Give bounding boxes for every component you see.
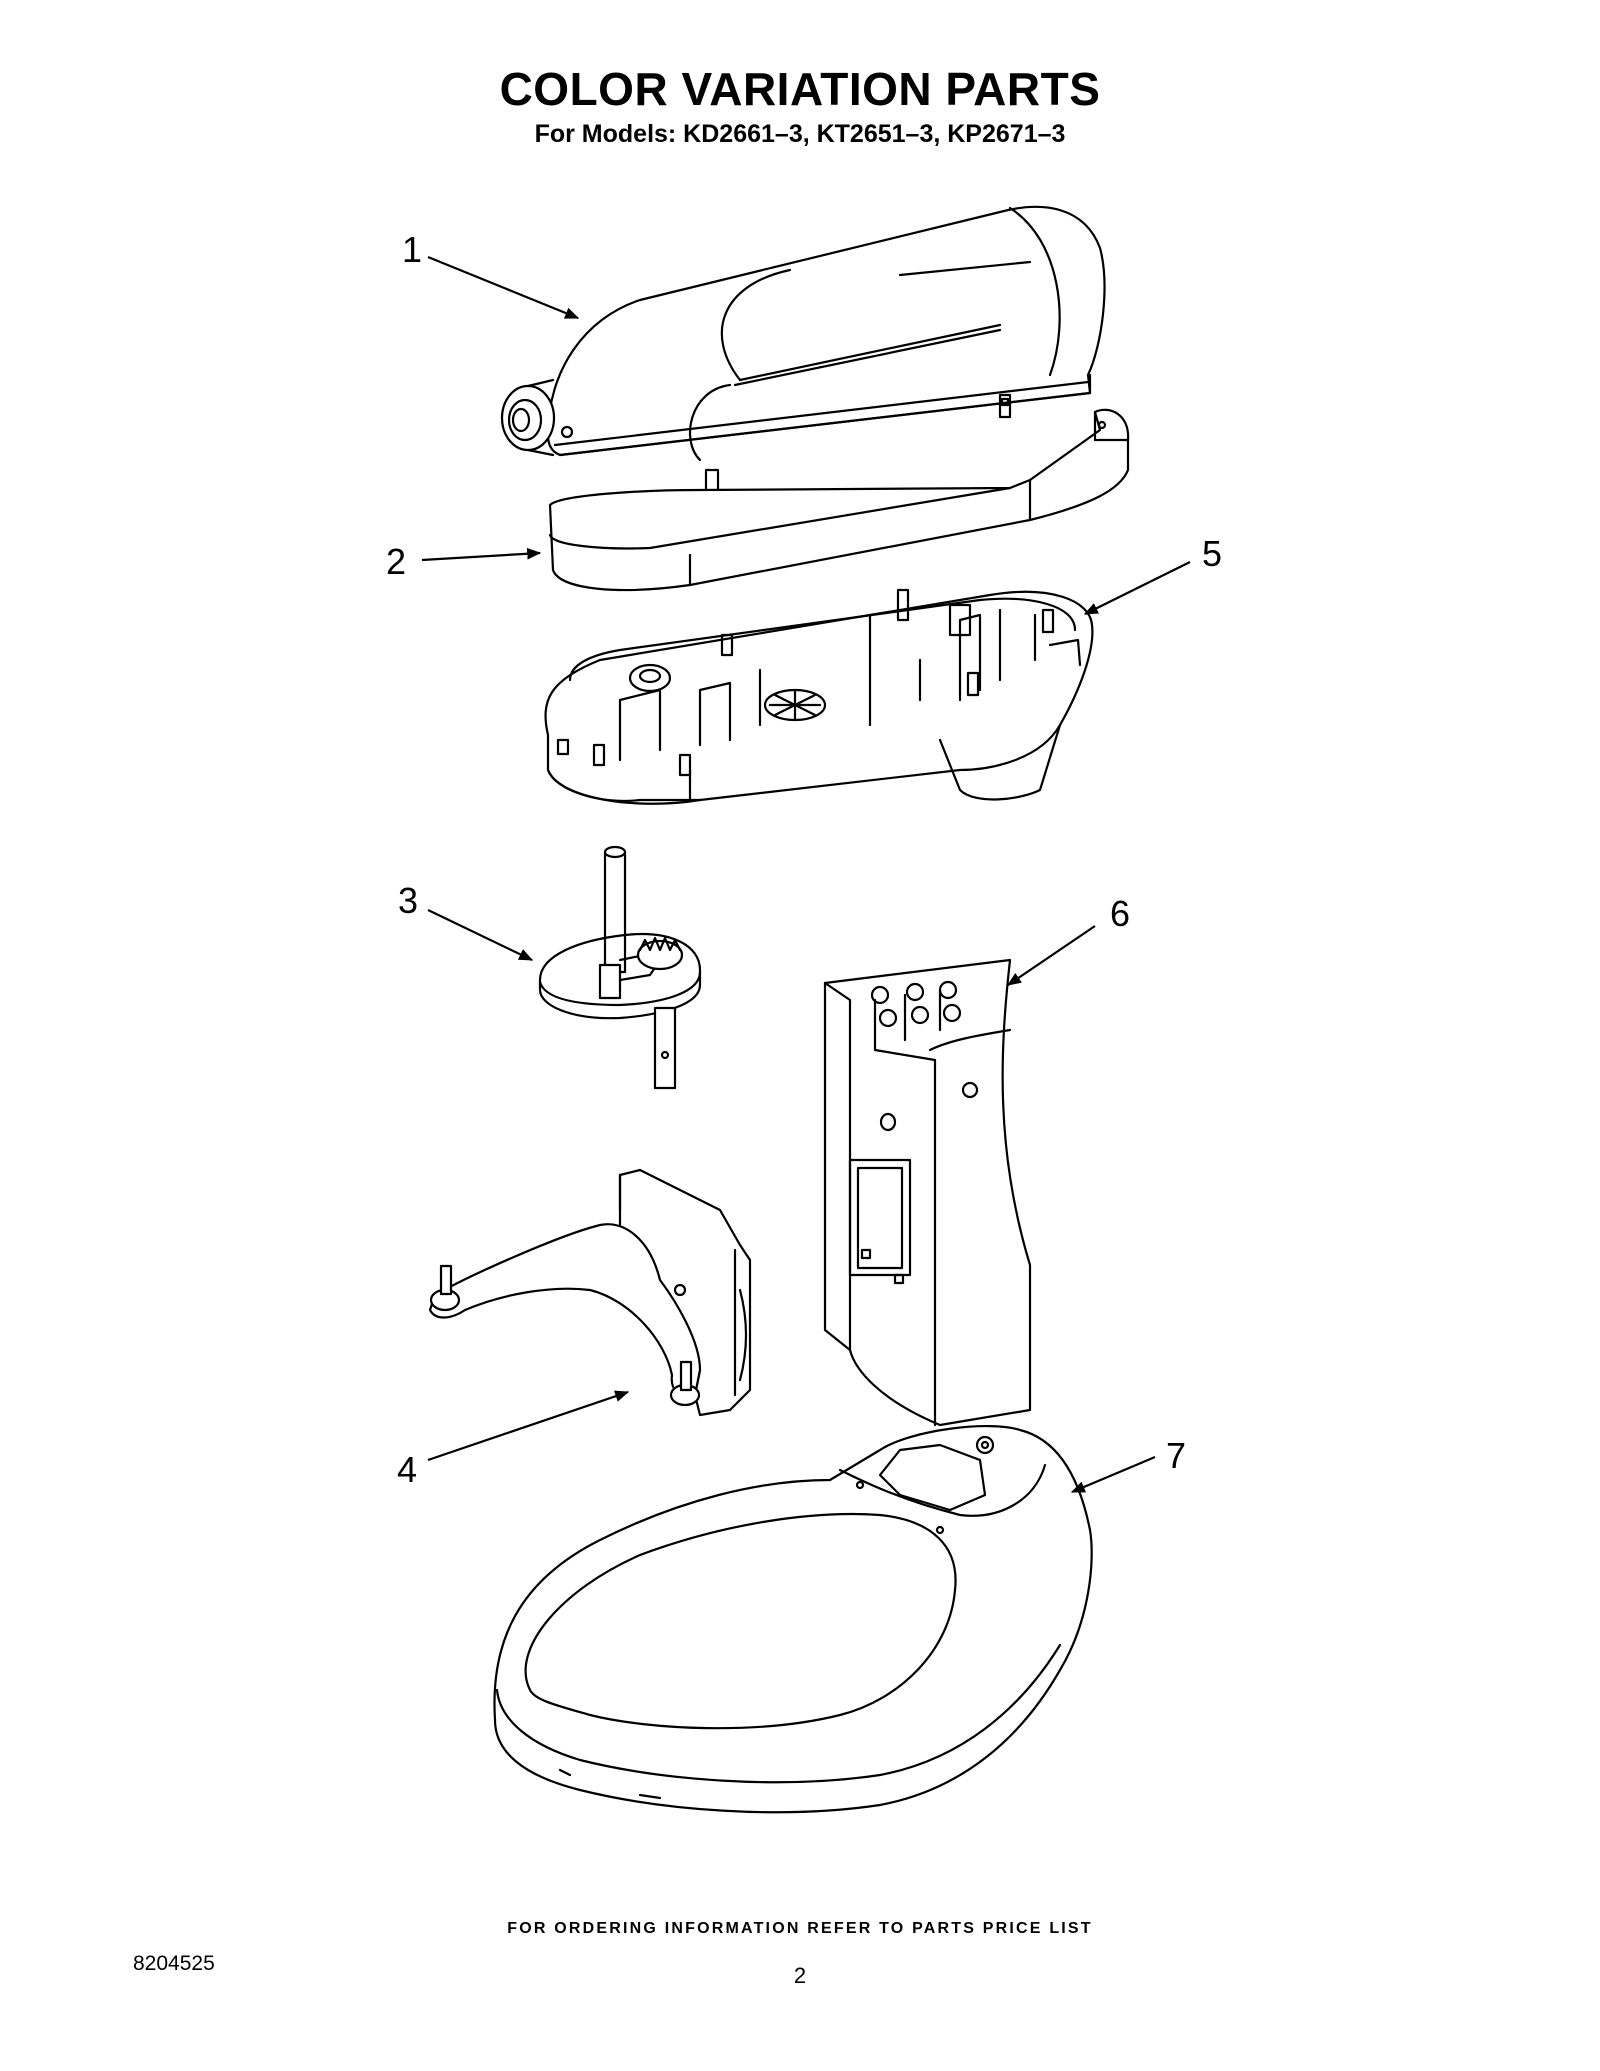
part-5-gear-housing: [544, 588, 1094, 805]
page-number: 2: [793, 1963, 807, 1988]
leader-5: [1083, 561, 1191, 615]
callout-5: 5: [1202, 533, 1222, 574]
callout-4: 4: [397, 1449, 417, 1490]
part-7-base: [493, 1425, 1093, 1814]
leader-6: [1007, 925, 1096, 986]
leader-1: [427, 255, 580, 320]
part-4-bowl-support: [428, 1168, 752, 1417]
part-6-column: [823, 958, 1032, 1427]
leader-2: [421, 547, 542, 562]
ordering-note: FOR ORDERING INFORMATION REFER TO PARTS …: [507, 1920, 1093, 1937]
leader-3: [427, 909, 534, 961]
callout-1: 1: [402, 229, 422, 270]
page-subtitle: For Models: KD2661–3, KT2651–3, KP2671–3: [534, 120, 1066, 148]
callout-6: 6: [1110, 893, 1130, 934]
leader-4: [427, 1390, 630, 1462]
document-number: 8204525: [133, 1952, 215, 1975]
callout-3: 3: [398, 880, 418, 921]
part-3-planetary-shaft: [538, 845, 702, 1090]
page-title: COLOR VARIATION PARTS: [499, 63, 1101, 115]
part-1-motor-housing: [500, 205, 1106, 494]
callout-2: 2: [386, 541, 406, 582]
leader-7: [1070, 1455, 1156, 1494]
callout-7: 7: [1166, 1435, 1186, 1476]
part-2-trim-band: [548, 408, 1130, 592]
